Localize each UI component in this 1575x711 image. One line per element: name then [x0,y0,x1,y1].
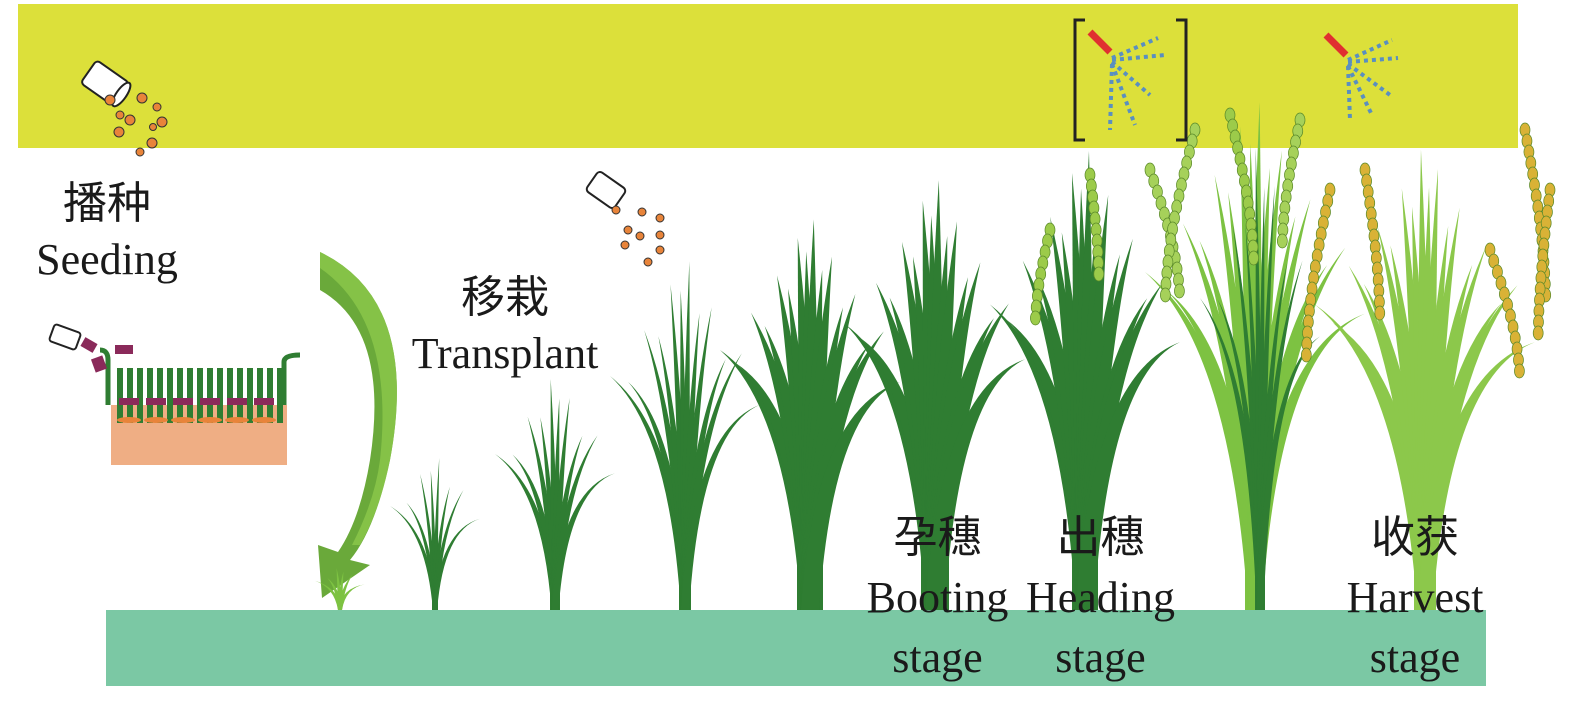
label-booting-en: Booting [866,573,1009,622]
rice-panicle [1532,182,1556,341]
label-booting-zh: 孕穗 [893,513,982,562]
label-harvest-stage: stage [1369,633,1461,682]
rice-plant [720,219,900,611]
ground-band [106,610,1486,686]
rice-plant [495,379,615,610]
rice-panicle [1030,222,1056,326]
label-seeding-en: Seeding [36,235,178,284]
label-seeding-zh: 播种 [63,179,151,228]
label-transplant: 移栽 Transplant [400,270,610,382]
rice-plant [1200,148,1320,611]
rice-panicle [1300,182,1336,363]
rice-panicle [1084,167,1105,282]
label-heading-stage: stage [1055,633,1146,682]
rice-panicle [1160,122,1201,303]
rice-panicle [1484,242,1525,379]
rice-panicle [1224,107,1259,266]
rice-plant [990,150,1180,611]
label-harvest: 收获 Harvest stage [1335,508,1495,688]
seed-cup-icon-2 [585,170,665,267]
rice-panicle [1276,112,1306,249]
rice-plant [610,261,760,610]
rice-plants [315,102,1556,611]
label-heading-zh: 出穗 [1056,513,1145,562]
label-transplant-zh: 移栽 [461,273,549,322]
label-seeding: 播种 Seeding [22,176,192,288]
label-booting-stage: stage [892,633,983,682]
label-heading-en: Heading [1025,573,1176,622]
label-harvest-zh: 收获 [1371,513,1459,562]
rice-plant [390,458,480,610]
seedling-tray-icon [48,323,301,465]
label-transplant-en: Transplant [411,329,599,378]
top-band [18,4,1518,148]
sprayer-icon [1323,32,1399,121]
label-booting: 孕穗 Booting stage [855,508,1020,688]
rice-plant [315,568,365,610]
seed-cup-icon [81,60,168,157]
transplant-arrow-icon [318,252,397,598]
sprayer-icon-bracketed [1073,18,1188,142]
label-heading: 出穗 Heading stage [1018,508,1183,688]
label-harvest-en: Harvest [1346,573,1484,622]
rice-panicle [1359,162,1386,321]
rice-plant [845,180,1025,611]
rice-plant [1315,149,1535,611]
